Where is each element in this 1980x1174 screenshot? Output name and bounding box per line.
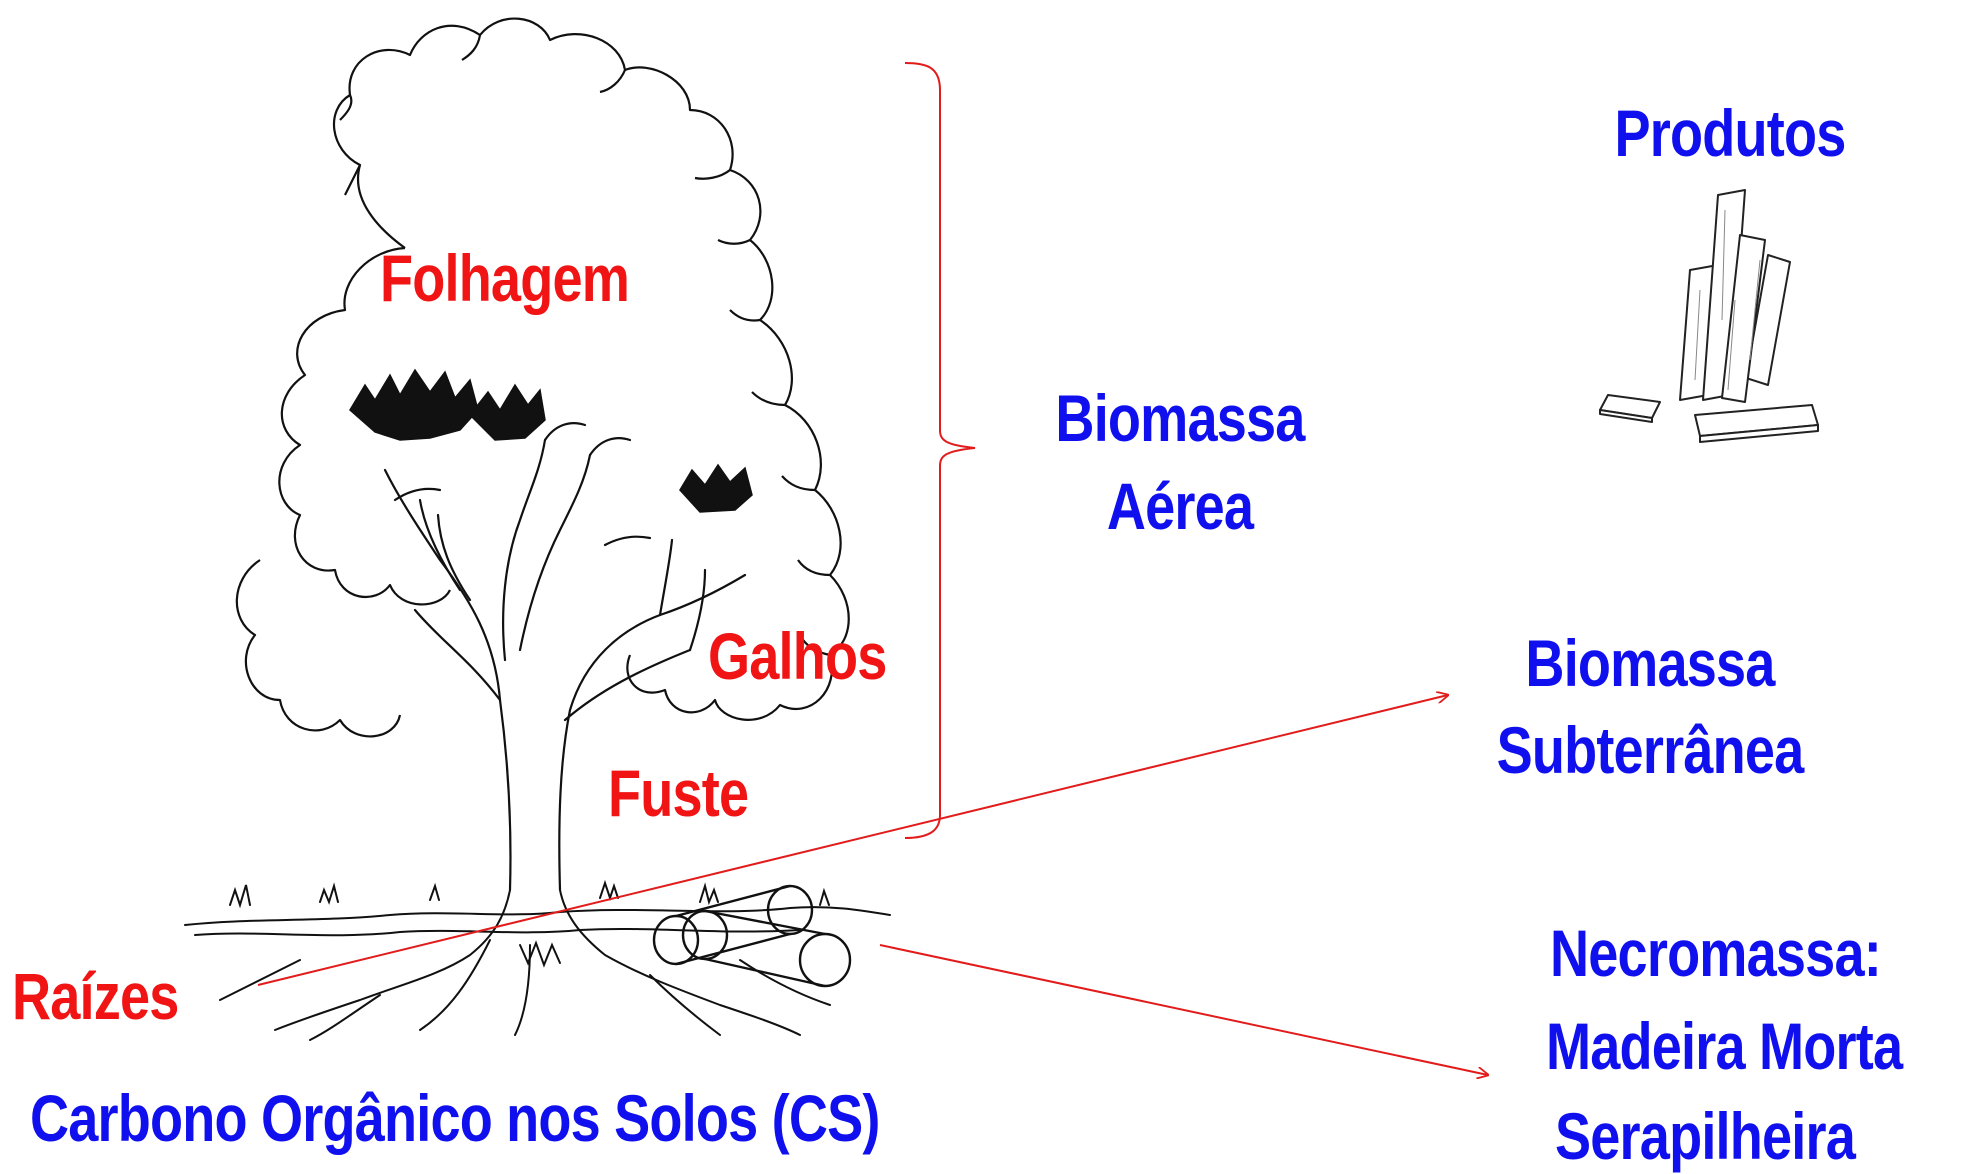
- arrow-logs-to-necromass: [879, 944, 1488, 1075]
- label-necromass-line1: Necromassa:: [1550, 916, 1882, 990]
- label-products: Produtos: [1614, 96, 1847, 170]
- label-aboveground-biomass-line2: Aérea: [1106, 469, 1254, 543]
- wood-products-icon: [1599, 189, 1819, 443]
- arrow-roots-to-belowground: [257, 695, 1448, 986]
- label-aboveground-biomass-line1: Biomassa: [1055, 381, 1305, 455]
- label-belowground-biomass-line1: Biomassa: [1525, 626, 1775, 700]
- label-soil-carbon: Carbono Orgânico nos Solos (CS): [30, 1081, 880, 1155]
- tree-crown: [235, 17, 850, 738]
- dead-wood-logs: [652, 884, 852, 988]
- label-necromass-line3: Serapilheira: [1555, 1099, 1856, 1173]
- label-trunk: Fuste: [608, 756, 749, 830]
- label-roots: Raízes: [12, 959, 179, 1033]
- aboveground-brace: [904, 62, 976, 839]
- label-foliage: Folhagem: [380, 241, 630, 315]
- label-necromass-line2: Madeira Morta: [1546, 1009, 1903, 1083]
- ground-and-roots: [184, 879, 891, 1041]
- foliage-shading: [349, 368, 753, 513]
- label-branches: Galhos: [708, 619, 887, 693]
- tree-trunk-and-branches: [383, 422, 747, 892]
- label-belowground-biomass-line2: Subterrânea: [1496, 713, 1805, 787]
